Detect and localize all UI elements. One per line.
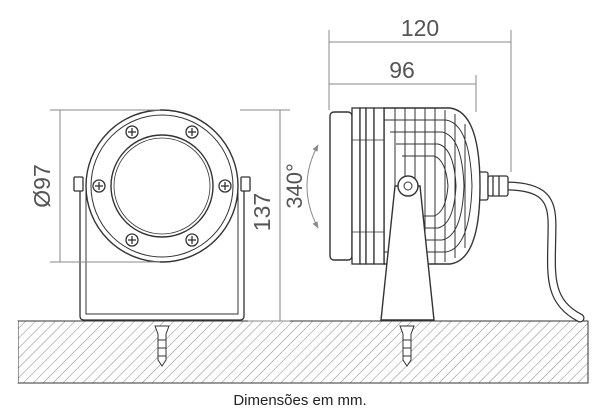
cable [500, 181, 585, 323]
front-bezel [329, 111, 353, 261]
side-view [329, 107, 585, 323]
rotation-label: 340° [282, 163, 307, 209]
front-screws [92, 125, 232, 247]
front-dimensions [50, 109, 290, 322]
height-label: 137 [249, 193, 275, 231]
front-wall-plug [154, 325, 170, 367]
front-bracket [79, 182, 245, 321]
ground-section [0, 320, 589, 384]
front-lens [110, 134, 214, 238]
front-view [73, 109, 251, 321]
diameter-label: Ø97 [29, 164, 55, 207]
rotation-arc [306, 144, 319, 229]
side-wall-plug [399, 325, 415, 367]
side-dimensions [306, 30, 512, 229]
caption: Dimensões em mm. [233, 392, 367, 409]
overall-depth-label: 120 [401, 15, 439, 41]
body-depth-label: 96 [389, 57, 415, 83]
